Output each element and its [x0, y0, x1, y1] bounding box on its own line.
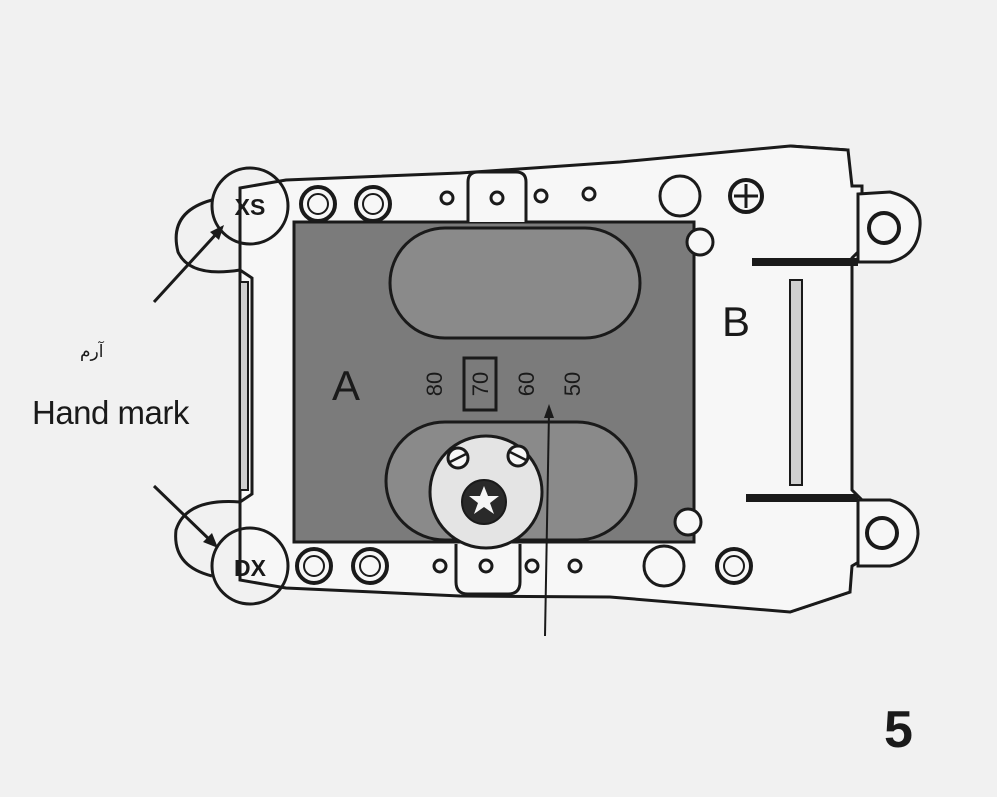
upper-slot	[388, 226, 642, 340]
hand-mark-arrowhead	[203, 533, 218, 548]
ring-hole	[351, 547, 389, 585]
page-number: 5	[884, 701, 913, 759]
ring-hole	[715, 547, 753, 585]
scale-selected-box	[462, 356, 498, 412]
pointer-arrowhead	[544, 404, 554, 418]
hand-mark-arrow-up	[152, 230, 220, 304]
dx-label: DX	[234, 555, 267, 581]
hand-mark-arrowhead	[210, 225, 224, 240]
open-hole	[658, 174, 702, 218]
ring-hole-inner	[359, 555, 381, 577]
ring-hole-inner	[723, 555, 745, 577]
small-screw	[489, 190, 505, 206]
small-screw	[581, 186, 597, 202]
label-b: B	[722, 298, 750, 345]
lower-ear-hole	[865, 516, 899, 550]
small-screw	[432, 558, 448, 574]
pointer-arrow-line	[544, 411, 550, 637]
scale-tick: 60	[514, 372, 539, 396]
dial-screw-slot	[449, 452, 467, 464]
ring-hole	[299, 185, 337, 223]
scale-tick: 50	[560, 372, 585, 396]
small-screw	[533, 188, 549, 204]
hand-mark-farsi-label: آرم	[80, 342, 104, 362]
upper-ear-hole	[867, 211, 901, 245]
corner-hole	[673, 507, 703, 537]
left-rail	[239, 268, 254, 504]
hand-mark-label: Hand mark	[32, 394, 189, 431]
star-icon	[469, 486, 499, 514]
scale: 80 70 60 50	[422, 356, 585, 412]
scale-tick: 70	[468, 372, 493, 396]
small-screw	[524, 558, 540, 574]
dx-circle	[210, 526, 290, 606]
dial-screw-slot	[509, 450, 527, 462]
small-screw	[439, 190, 455, 206]
scale-tick: 80	[422, 372, 447, 396]
left-handle-loop	[174, 500, 241, 578]
corner-hole	[685, 227, 715, 257]
ring-hole-inner	[307, 193, 329, 215]
right-rail-bar	[789, 279, 803, 486]
left-handle-loop	[174, 198, 241, 274]
small-screw	[478, 558, 494, 574]
label-a: A	[332, 362, 360, 409]
ring-hole	[295, 547, 333, 585]
xs-circle	[210, 166, 290, 246]
left-rail-bar	[239, 281, 249, 491]
ring-hole-inner	[303, 555, 325, 577]
hand-mark-arrow-down	[152, 484, 214, 544]
xs-label: XS	[235, 194, 266, 220]
open-hole	[642, 544, 686, 588]
ring-hole-inner	[362, 193, 384, 215]
ring-hole	[354, 185, 392, 223]
small-screw	[567, 558, 583, 574]
